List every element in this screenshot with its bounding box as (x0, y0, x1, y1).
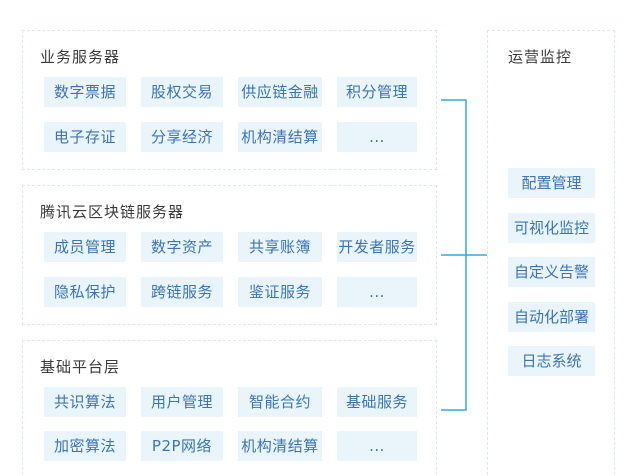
business-item: 电子存证 (44, 122, 126, 152)
base-item: 加密算法 (44, 431, 126, 461)
tencent-item: ... (337, 277, 417, 307)
tencent-item: 跨链服务 (141, 277, 223, 307)
business-item: 积分管理 (337, 77, 417, 107)
business-item: 股权交易 (141, 77, 223, 107)
base-item: ... (337, 431, 417, 461)
tencent-item: 鉴证服务 (238, 277, 322, 307)
base-item: 用户管理 (141, 387, 223, 417)
business-item: 供应链金融 (238, 77, 322, 107)
base-item: 智能合约 (238, 387, 322, 417)
ops-monitoring-title: 运营监控 (508, 48, 573, 66)
base-item: P2P网络 (141, 431, 223, 461)
base-item: 机构清结算 (238, 431, 322, 461)
business-item: 数字票据 (44, 77, 126, 107)
ops-monitoring-panel (487, 30, 615, 476)
ops-item: 自定义告警 (508, 257, 595, 287)
base-item: 基础服务 (337, 387, 417, 417)
tencent-item: 隐私保护 (44, 277, 126, 307)
tencent-blockchain-title: 腾讯云区块链服务器 (40, 203, 185, 221)
base-platform-title: 基础平台层 (40, 358, 121, 376)
business-server-title: 业务服务器 (40, 48, 121, 66)
tencent-item: 数字资产 (141, 232, 223, 262)
business-item: 机构清结算 (238, 122, 322, 152)
base-item: 共识算法 (44, 387, 126, 417)
business-item: ... (337, 122, 417, 152)
ops-item: 日志系统 (508, 346, 595, 376)
business-server-panel (22, 30, 437, 170)
tencent-item: 开发者服务 (337, 232, 417, 262)
ops-item: 自动化部署 (508, 302, 595, 332)
ops-item: 可视化监控 (508, 213, 595, 243)
tencent-item: 成员管理 (44, 232, 126, 262)
business-item: 分享经济 (141, 122, 223, 152)
ops-item: 配置管理 (508, 168, 595, 198)
base-platform-panel (22, 340, 437, 476)
tencent-item: 共享账簿 (238, 232, 322, 262)
tencent-blockchain-panel (22, 185, 437, 325)
